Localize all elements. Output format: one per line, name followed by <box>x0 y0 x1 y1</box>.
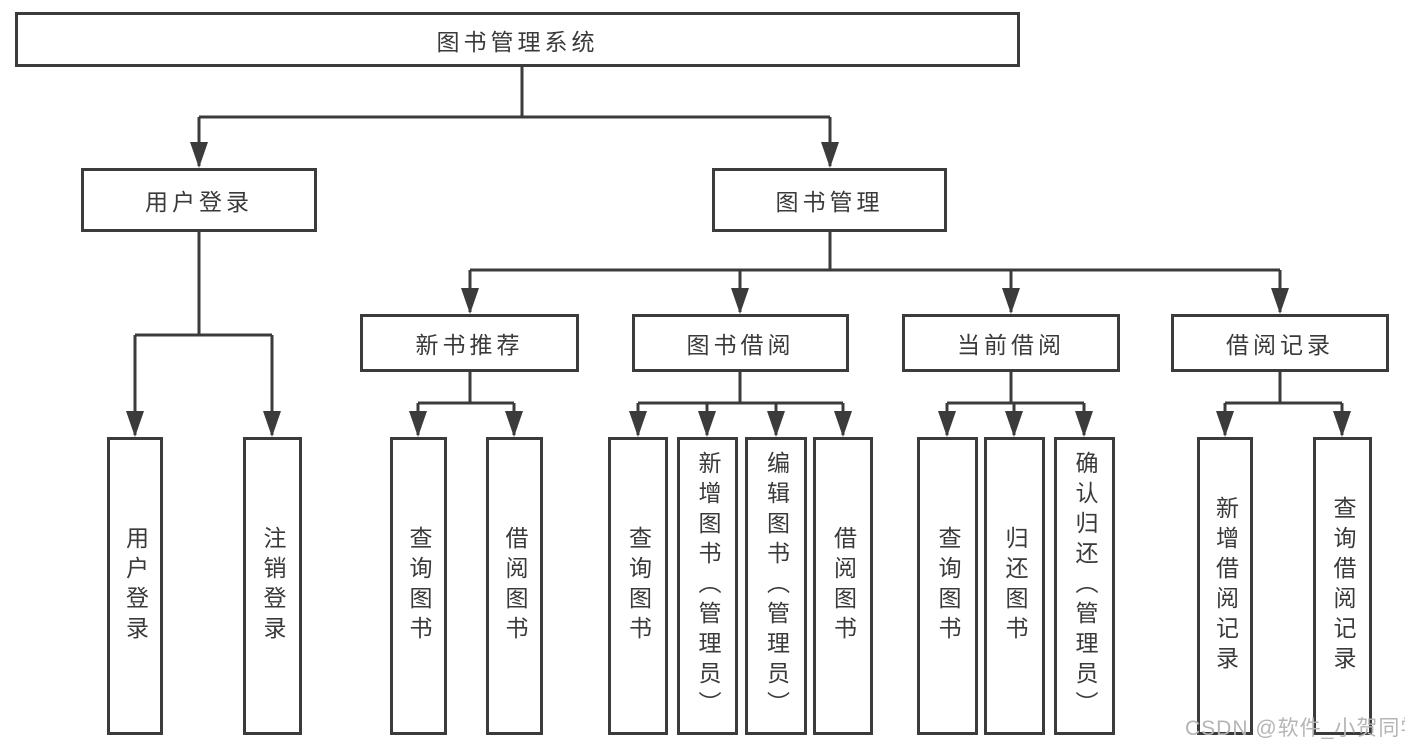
arrowhead <box>461 288 479 314</box>
arrowhead <box>1333 411 1351 437</box>
connector-borrow-records-to-leaves <box>1223 372 1344 435</box>
node-leaf-user-login-label: 用户登录 <box>122 526 149 646</box>
node-root: 图书管理系统 <box>15 12 1020 67</box>
node-leaf-borrow-query-books-label: 查询图书 <box>625 526 652 646</box>
arrowhead <box>731 288 749 314</box>
node-leaf-return-books-label: 归还图书 <box>1002 526 1028 646</box>
arrowhead <box>698 411 716 437</box>
node-leaf-query-borrow-record: 查询借阅记录 <box>1313 437 1372 735</box>
csdn-watermark: CSDN @软件_小贺同学 <box>1185 717 1405 740</box>
node-leaf-user-login: 用户登录 <box>107 437 163 735</box>
node-leaf-edit-books-admin: 编辑图书（管理员） <box>745 437 807 735</box>
connector-user-login-to-leaves <box>133 232 274 435</box>
node-leaf-recommend-query-books-label: 查询图书 <box>406 526 432 646</box>
node-leaf-borrow-books-label: 借阅图书 <box>830 526 857 646</box>
node-leaf-borrow-query-books: 查询图书 <box>608 437 668 735</box>
node-leaf-confirm-return-admin-label: 确认归还（管理员） <box>1072 451 1098 721</box>
arrowhead <box>263 411 281 437</box>
node-root-label: 图书管理系统 <box>436 28 599 55</box>
node-leaf-add-books-admin-label: 新增图书（管理员） <box>695 451 721 721</box>
node-leaf-borrow-books: 借阅图书 <box>813 437 873 735</box>
node-leaf-add-borrow-record-label: 新增借阅记录 <box>1212 496 1239 676</box>
connector-root-to-level2 <box>197 67 832 166</box>
node-borrow-records-label: 借阅记录 <box>1226 332 1334 358</box>
node-leaf-edit-books-admin-label: 编辑图书（管理员） <box>763 451 790 721</box>
arrowhead <box>821 142 839 168</box>
node-current-borrow-label: 当前借阅 <box>957 332 1065 358</box>
node-book-management: 图书管理 <box>712 168 947 232</box>
arrowhead <box>767 411 785 437</box>
node-leaf-confirm-return-admin: 确认归还（管理员） <box>1054 437 1115 735</box>
node-leaf-add-borrow-record: 新增借阅记录 <box>1197 437 1253 735</box>
node-current-borrow: 当前借阅 <box>902 314 1120 372</box>
node-user-login-label: 用户登录 <box>145 189 253 215</box>
node-leaf-logout-label: 注销登录 <box>260 526 286 646</box>
arrowhead <box>938 411 956 437</box>
node-leaf-logout: 注销登录 <box>243 437 302 735</box>
arrowhead <box>409 411 427 437</box>
node-borrow-records: 借阅记录 <box>1171 314 1389 372</box>
arrowhead <box>505 411 523 437</box>
node-leaf-add-books-admin: 新增图书（管理员） <box>677 437 738 735</box>
node-book-borrow: 图书借阅 <box>632 314 849 372</box>
node-leaf-recommend-query-books: 查询图书 <box>390 437 447 735</box>
arrowhead <box>1216 411 1234 437</box>
node-leaf-recommend-borrow-books: 借阅图书 <box>486 437 543 735</box>
arrowhead <box>1002 288 1020 314</box>
arrowhead <box>190 142 208 168</box>
node-leaf-query-borrow-record-label: 查询借阅记录 <box>1330 496 1356 676</box>
node-leaf-return-books: 归还图书 <box>984 437 1045 735</box>
node-book-borrow-label: 图书借阅 <box>686 332 795 358</box>
arrowhead <box>629 411 647 437</box>
connector-new-book-to-leaves <box>416 372 516 435</box>
node-leaf-current-query-books-label: 查询图书 <box>935 526 961 646</box>
node-leaf-current-query-books: 查询图书 <box>917 437 978 735</box>
arrowhead <box>1271 288 1289 314</box>
node-new-book-recommend-label: 新书推荐 <box>415 332 524 358</box>
node-new-book-recommend: 新书推荐 <box>360 314 579 372</box>
connector-book-borrow-to-leaves <box>636 372 845 435</box>
connector-book-mgmt-to-level3 <box>468 232 1282 312</box>
node-book-management-label: 图书管理 <box>775 189 884 215</box>
node-leaf-recommend-borrow-books-label: 借阅图书 <box>502 526 528 646</box>
arrowhead <box>1075 411 1093 437</box>
node-user-login: 用户登录 <box>81 168 317 232</box>
arrowhead <box>126 411 144 437</box>
arrowhead <box>834 411 852 437</box>
arrowhead <box>1005 411 1023 437</box>
